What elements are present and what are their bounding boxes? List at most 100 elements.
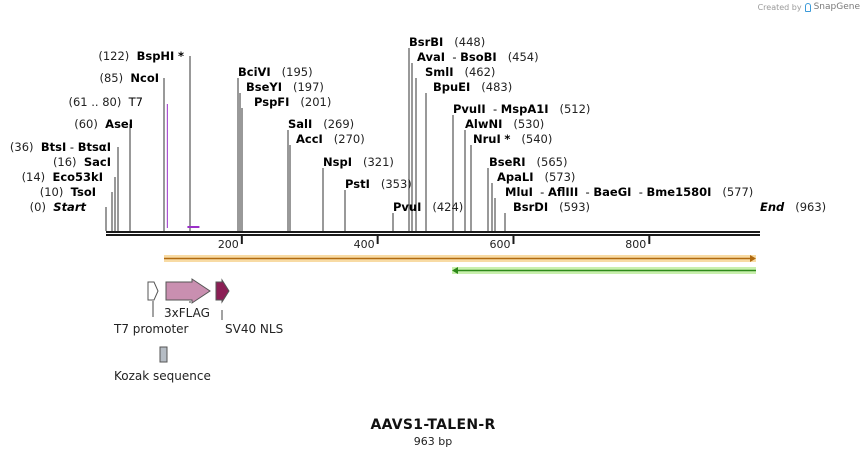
site-position: (454) bbox=[508, 50, 539, 64]
site-label-part: Eco53kI bbox=[52, 170, 103, 184]
site-label-part: Start bbox=[53, 200, 86, 214]
t7-promoter-arrow-icon bbox=[147, 281, 159, 301]
credit-brand: SnapGene bbox=[813, 2, 860, 12]
site-label-text: PspFI (201) bbox=[254, 95, 331, 109]
site-label-bseyi[interactable]: BseYI (197) bbox=[246, 80, 324, 94]
site-label-alwni[interactable]: AlwNI (530) bbox=[465, 117, 544, 131]
site-name: PvuII bbox=[453, 102, 486, 116]
sv40-nls-label: SV40 NLS bbox=[225, 322, 283, 336]
site-position: (963) bbox=[795, 200, 826, 214]
site-label-bsrdi[interactable]: BsrDI (593) bbox=[513, 200, 590, 214]
site-label-text: SalI (269) bbox=[288, 117, 354, 131]
site-name: BsrBI bbox=[409, 35, 443, 49]
site-name: PstI bbox=[345, 177, 370, 191]
site-name: End bbox=[760, 200, 785, 214]
site-position: (201) bbox=[300, 95, 331, 109]
site-position: (483) bbox=[481, 80, 512, 94]
t7-promoter-feature[interactable]: T7 promoter bbox=[113, 281, 189, 336]
site-label-text: AlwNI (530) bbox=[465, 117, 544, 131]
site-name: BseYI bbox=[246, 80, 282, 94]
site-label-part: (36) bbox=[10, 140, 34, 154]
site-position: (448) bbox=[454, 35, 485, 49]
site-label-smli[interactable]: SmlI (462) bbox=[425, 65, 495, 79]
site-label-tsoi[interactable]: (10) TsoI bbox=[40, 185, 96, 199]
site-label-eco53ki[interactable]: (14) Eco53kI bbox=[22, 170, 103, 184]
site-label-text: (85) NcoI bbox=[99, 71, 159, 85]
site-label-btsi[interactable]: (36) BtsI - BtsαI bbox=[10, 140, 111, 154]
site-label-saci[interactable]: (16) SacI bbox=[53, 155, 111, 169]
site-label-text: PvuI (424) bbox=[393, 200, 463, 214]
site-name: PspFI bbox=[254, 95, 289, 109]
site-label-text: BseYI (197) bbox=[246, 80, 324, 94]
site-label-nspi[interactable]: NspI (321) bbox=[323, 155, 394, 169]
site-position: (462) bbox=[464, 65, 495, 79]
t7-range-marker bbox=[187, 226, 200, 228]
site-label-end[interactable]: End (963) bbox=[760, 200, 826, 214]
site-label-pvui[interactable]: PvuI (424) bbox=[393, 200, 463, 214]
site-label-text: PvuII - MspA1I (512) bbox=[453, 102, 590, 116]
site-label-start[interactable]: (0) Start bbox=[30, 200, 87, 214]
site-name: BsrDI bbox=[513, 200, 548, 214]
site-label-part: TsoI bbox=[71, 185, 96, 199]
site-label-part: BtsI bbox=[41, 140, 66, 154]
flag-feature[interactable]: 3xFLAG bbox=[164, 278, 211, 320]
ruler-tick-label: 400 bbox=[354, 238, 375, 251]
site-label-pspfi[interactable]: PspFI (201) bbox=[254, 95, 331, 109]
site-label-part: (10) bbox=[40, 185, 64, 199]
site-label-text: PstI (353) bbox=[345, 177, 412, 191]
site-label-text: BsrBI (448) bbox=[409, 35, 485, 49]
site-name: NspI bbox=[323, 155, 352, 169]
ruler-tick-label: 200 bbox=[218, 238, 239, 251]
site-label-avai[interactable]: AvaI - BsoBI (454) bbox=[417, 50, 539, 64]
site-label-sali[interactable]: SalI (269) bbox=[288, 117, 354, 131]
site-name: AccI bbox=[296, 132, 323, 146]
site-label-pvuii[interactable]: PvuII - MspA1I (512) bbox=[453, 102, 590, 116]
site-label-part: AseI bbox=[105, 117, 133, 131]
sv40-nls-feature[interactable]: SV40 NLS bbox=[215, 278, 283, 336]
site-position: (197) bbox=[293, 80, 324, 94]
site-label-text: (61 .. 80) T7 bbox=[68, 95, 143, 109]
site-label-part: (61 .. 80) bbox=[68, 95, 121, 109]
site-name: BsoBI bbox=[460, 50, 497, 64]
site-label-text: BpuEI (483) bbox=[433, 80, 512, 94]
site-label-text: AvaI - BsoBI (454) bbox=[417, 50, 539, 64]
site-label-bsphi[interactable]: (122) BspHI * bbox=[98, 49, 184, 63]
site-label-apali[interactable]: ApaLI (573) bbox=[497, 170, 575, 184]
site-position: (530) bbox=[513, 117, 544, 131]
site-label-part: (0) bbox=[30, 200, 46, 214]
site-label-asei[interactable]: (60) AseI bbox=[74, 117, 133, 131]
site-label-part: (60) bbox=[74, 117, 98, 131]
site-label-bpuei[interactable]: BpuEI (483) bbox=[433, 80, 512, 94]
credit-prefix: Created by bbox=[757, 2, 802, 12]
site-label-acci[interactable]: AccI (270) bbox=[296, 132, 365, 146]
feature-bars bbox=[164, 255, 756, 274]
site-label-text: MluI - AflIII - BaeGI - Bme1580I (577) bbox=[505, 185, 753, 199]
site-position: (269) bbox=[323, 117, 354, 131]
site-name: BseRI bbox=[489, 155, 526, 169]
site-position: (593) bbox=[559, 200, 590, 214]
site-label-ncoi[interactable]: (85) NcoI bbox=[99, 71, 159, 85]
site-label-bsrbi[interactable]: BsrBI (448) bbox=[409, 35, 485, 49]
site-label-psti[interactable]: PstI (353) bbox=[345, 177, 412, 191]
site-label-text: NspI (321) bbox=[323, 155, 394, 169]
site-name: SmlI bbox=[425, 65, 454, 79]
site-label-part: NcoI bbox=[130, 71, 159, 85]
site-label-part: (122) bbox=[98, 49, 129, 63]
site-name: AflIII bbox=[548, 185, 578, 199]
site-name: ApaLI bbox=[497, 170, 534, 184]
site-label-part: BtsαI bbox=[78, 140, 111, 154]
flag-arrow-icon bbox=[165, 278, 211, 304]
kozak-feature[interactable]: Kozak sequence bbox=[114, 346, 211, 383]
site-label-mlui[interactable]: MluI - AflIII - BaeGI - Bme1580I (577) bbox=[505, 185, 753, 199]
site-label-t7[interactable]: (61 .. 80) T7 bbox=[68, 95, 143, 109]
site-label-bcivi[interactable]: BciVI (195) bbox=[238, 65, 313, 79]
site-label-text: (0) Start bbox=[30, 200, 87, 214]
site-name: AlwNI bbox=[465, 117, 502, 131]
sequence-length: 963 bp bbox=[413, 435, 453, 448]
site-label-nrui[interactable]: NruI * (540) bbox=[473, 132, 552, 146]
site-position: (321) bbox=[363, 155, 394, 169]
site-label-text: (10) TsoI bbox=[40, 185, 96, 199]
site-name: MspA1I bbox=[501, 102, 549, 116]
site-label-bseri[interactable]: BseRI (565) bbox=[489, 155, 567, 169]
